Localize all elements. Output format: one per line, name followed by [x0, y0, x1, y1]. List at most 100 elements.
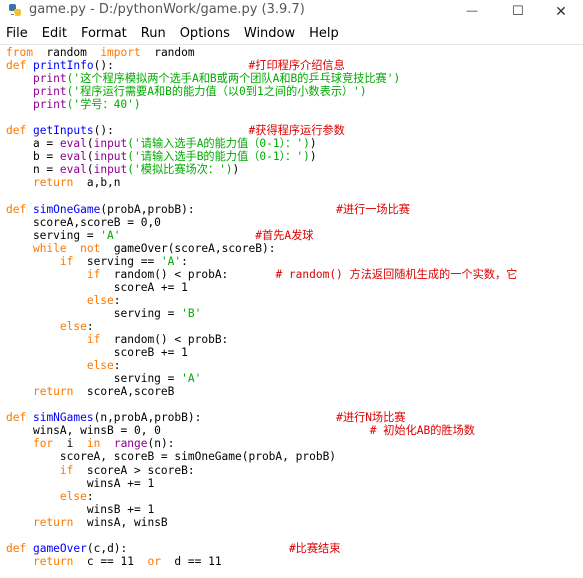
builtin-token: input [93, 163, 128, 177]
builtin-token: eval [59, 163, 87, 177]
keyword-token: else [59, 319, 87, 333]
title-bar: game.py - D:/pythonWork/game.py (3.9.7) … [0, 0, 583, 22]
code-token: ) [232, 163, 240, 177]
comment-token: #比赛结束 [288, 541, 341, 555]
string-token: 'A' [100, 228, 121, 242]
keyword-token: import [100, 46, 141, 59]
code-line: serving = 'A' #首先A发球 [6, 229, 517, 242]
code-line: return scoreA,scoreB [6, 385, 517, 398]
code-token [6, 268, 87, 281]
code-token: ) [309, 150, 317, 164]
string-token: ('程序运行需要A和B的能力值（以0到1之间的小数表示）') [66, 85, 367, 99]
code-token [6, 176, 33, 189]
code-token: : [86, 489, 94, 503]
code-token: (probA,probB): [100, 202, 337, 216]
code-line: scoreA += 1 [6, 281, 517, 294]
builtin-token: eval [59, 150, 87, 164]
code-line: else: [6, 490, 517, 503]
code-line: def simNGames(n,probA,probB): #进行N场比赛 [6, 411, 517, 424]
minimize-button[interactable]: — [450, 0, 494, 22]
comment-token: # 初始化AB的胜场数 [369, 424, 475, 438]
code-token: winsA, winsB [73, 515, 168, 529]
definition-token: gameOver [32, 541, 87, 555]
keyword-token: if [59, 254, 74, 268]
keyword-token: in [86, 437, 101, 451]
keyword-token: return [32, 515, 74, 529]
string-token: 'B' [181, 306, 202, 320]
definition-token: getInputs [32, 124, 94, 138]
code-token [6, 516, 33, 529]
code-token: random() < probA: [100, 267, 276, 281]
code-token [6, 490, 60, 503]
python-idle-icon [9, 4, 21, 16]
code-line: for i in range(n): [6, 437, 517, 450]
close-button[interactable]: ✕ [539, 0, 583, 22]
string-token: 'A' [181, 372, 202, 386]
builtin-token: range [113, 437, 148, 451]
code-line: return winsA, winsB [6, 516, 517, 529]
menu-format[interactable]: Format [80, 25, 127, 41]
code-line: winsB += 1 [6, 503, 517, 516]
menu-run[interactable]: Run [140, 25, 166, 41]
code-line: else: [6, 320, 517, 333]
code-line: serving = 'B' [6, 307, 517, 320]
string-token: ('学号：40') [66, 98, 141, 112]
keyword-token: not [80, 241, 101, 255]
code-token: i [53, 437, 87, 451]
code-token [100, 437, 113, 450]
code-line: def simOneGame(probA,probB): #进行一场比赛 [6, 203, 517, 216]
keyword-token: from [6, 46, 33, 59]
keyword-token: def [6, 541, 27, 555]
code-token: winsA += 1 [6, 476, 155, 490]
comment-token: #进行N场比赛 [336, 411, 406, 425]
menu-edit[interactable]: Edit [41, 25, 67, 41]
code-token: (n): [147, 437, 175, 451]
code-line: return a,b,n [6, 176, 517, 189]
code-token [6, 72, 33, 85]
code-token: serving = [6, 372, 182, 386]
code-line: winsA += 1 [6, 477, 517, 490]
menu-help[interactable]: Help [309, 25, 339, 41]
keyword-token: for [32, 437, 54, 451]
comment-token: # random() 方法返回随机生成的一个实数，它 [275, 267, 518, 281]
code-token: scoreB += 1 [6, 346, 188, 360]
code-line [6, 111, 517, 124]
code-line: b = eval(input('请输入选手B的能力值（0-1）：')) [6, 150, 517, 163]
string-token: ('请输入选手A的能力值（0-1）：') [127, 137, 310, 151]
code-line: from random import random [6, 46, 517, 59]
builtin-token: input [93, 137, 128, 151]
code-token: ) [309, 137, 317, 151]
code-line: if scoreA > scoreB: [6, 464, 517, 477]
keyword-token: def [6, 59, 27, 73]
builtin-token: print [32, 85, 67, 99]
menu-file[interactable]: File [6, 25, 28, 41]
minimize-icon: — [466, 5, 478, 17]
code-line: print('程序运行需要A和B的能力值（以0到1之间的小数表示）') [6, 85, 517, 98]
string-token: ('请输入选手B的能力值（0-1）：') [127, 150, 310, 164]
code-line: return c == 11 or d == 11 [6, 555, 517, 568]
maximize-button[interactable]: ☐ [496, 0, 540, 22]
definition-token: simNGames [32, 411, 94, 425]
definition-token: simOneGame [32, 202, 101, 216]
keyword-token: else [59, 489, 87, 503]
code-token: scoreA > scoreB: [73, 463, 195, 477]
comment-token: #获得程序运行参数 [248, 124, 345, 138]
menu-options[interactable]: Options [179, 25, 230, 41]
code-line: winsA, winsB = 0, 0 # 初始化AB的胜场数 [6, 424, 517, 437]
comment-token: #首先A发球 [255, 228, 314, 242]
code-line: scoreA,scoreB = 0,0 [6, 216, 517, 229]
menu-window[interactable]: Window [243, 25, 296, 41]
code-token: (): [93, 124, 249, 138]
code-token [6, 359, 87, 372]
code-token: scoreA,scoreB [73, 385, 175, 399]
code-token: d == 11 [160, 554, 222, 568]
code-token: scoreA,scoreB = 0,0 [6, 215, 161, 229]
keyword-token: if [59, 463, 74, 477]
code-line: if random() < probA: # random() 方法返回随机生成… [6, 267, 518, 281]
keyword-token: def [6, 202, 27, 216]
code-token [6, 85, 33, 98]
code-token: random [140, 46, 195, 59]
code-line [6, 190, 517, 203]
builtin-token: print [32, 98, 67, 112]
